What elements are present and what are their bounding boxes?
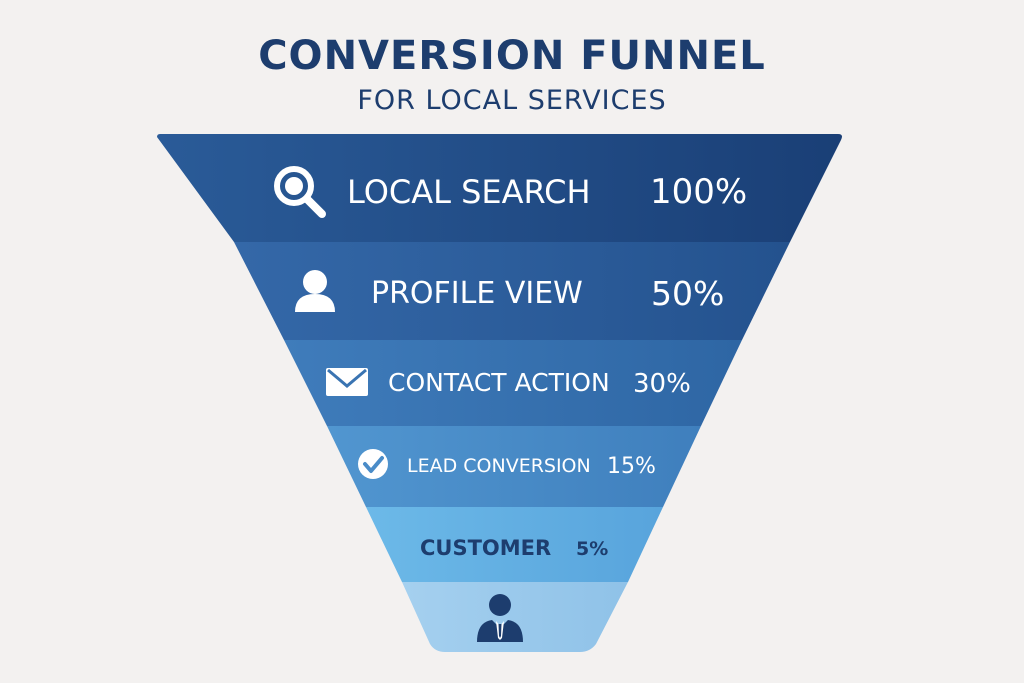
funnel-stage-contact-action: CONTACT ACTION 30%: [284, 340, 742, 426]
funnel-stage-lead-conversion: LEAD CONVERSION 15%: [327, 426, 701, 507]
stage-label-profile-view: PROFILE VIEW: [371, 276, 583, 311]
funnel-stage-tip: [402, 582, 628, 652]
stage-label-customer: CUSTOMER: [420, 536, 551, 560]
funnel-stage-local-search: LOCAL SEARCH 100%: [157, 134, 842, 242]
funnel-subtitle: FOR LOCAL SERVICES: [357, 85, 667, 116]
funnel-stage-customer: CUSTOMER 5%: [366, 507, 663, 582]
user-icon: [295, 270, 335, 312]
stage-percent-contact-action: 30%: [633, 369, 691, 399]
funnel-title: CONVERSION FUNNEL: [258, 33, 766, 79]
stage-percent-profile-view: 50%: [651, 274, 724, 313]
stage-percent-local-search: 100%: [650, 172, 747, 212]
envelope-icon: [326, 368, 368, 396]
search-icon: [274, 166, 326, 218]
check-circle-icon: [358, 449, 388, 479]
stage-percent-lead-conversion: 15%: [607, 454, 656, 479]
business-person-icon: [477, 594, 523, 642]
stage-label-local-search: LOCAL SEARCH: [347, 173, 591, 211]
stage-label-lead-conversion: LEAD CONVERSION: [407, 455, 591, 477]
funnel-stage-profile-view: PROFILE VIEW 50%: [234, 242, 790, 340]
stage-label-contact-action: CONTACT ACTION: [388, 368, 610, 397]
stage-percent-customer: 5%: [576, 538, 608, 560]
